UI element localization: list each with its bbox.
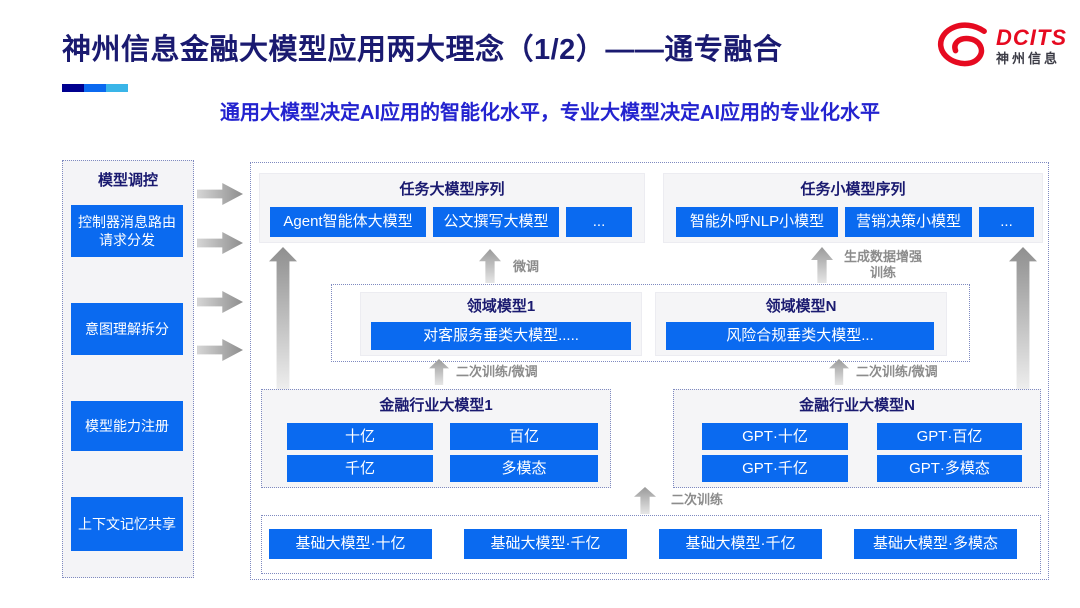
- domain-model-1-panel: 领域模型1 对客服务垂类大模型.....: [360, 292, 642, 356]
- arrow-label-retrain: 二次训练: [671, 492, 724, 507]
- sidebar-title: 模型调控: [97, 172, 158, 189]
- model-control-sidebar: 模型调控 控制器消息路由请求分发 意图理解拆分 模型能力注册 上下文记忆共享: [62, 160, 194, 578]
- arrow-label-gendata: 生成数据增强训练: [843, 249, 922, 281]
- title-accent-bar: [62, 84, 128, 92]
- logo-cn-name: 神州信息: [996, 50, 1061, 66]
- right-arrow-icon: [197, 182, 243, 206]
- task-large-model-panel: 任务大模型序列 Agent智能体大模型 公文撰写大模型 ...: [259, 173, 645, 243]
- scale-chip: 百亿: [450, 423, 598, 450]
- arrow-label-retrain-finetune: 二次训练/微调: [856, 364, 938, 379]
- panel-title: 任务小模型序列: [800, 181, 906, 198]
- logo-name: DCITS: [996, 24, 1067, 50]
- panel-title: 金融行业大模型1: [379, 397, 493, 414]
- up-arrow-icon: [479, 249, 501, 283]
- dcits-logo: DCITS 神州信息: [934, 22, 1067, 70]
- industry-model-n-panel: 金融行业大模型N GPT·十亿 GPT·百亿 GPT·千亿 GPT·多模态: [673, 389, 1041, 488]
- panel-title: 领域模型1: [466, 298, 536, 315]
- base-model-chip: 基础大模型·千亿: [464, 529, 627, 559]
- domain-model-n-panel: 领域模型N 风险合规垂类大模型...: [655, 292, 947, 356]
- arrow-label-retrain-finetune: 二次训练/微调: [456, 364, 538, 379]
- panel-title: 领域模型N: [765, 298, 837, 315]
- base-models-container: 基础大模型·十亿 基础大模型·千亿 基础大模型·千亿 基础大模型·多模态: [261, 515, 1041, 574]
- accent-segment: [62, 84, 84, 92]
- scale-chip: 十亿: [287, 423, 433, 450]
- scale-chip: GPT·十亿: [702, 423, 848, 450]
- task-small-model-panel: 任务小模型序列 智能外呼NLP小模型 营销决策小模型 ...: [663, 173, 1043, 243]
- model-chip-agent: Agent智能体大模型: [270, 207, 426, 237]
- model-chip-customer-service: 对客服务垂类大模型.....: [371, 322, 631, 350]
- accent-segment: [106, 84, 128, 92]
- up-arrow-icon: [811, 247, 833, 283]
- scale-chip: GPT·多模态: [877, 455, 1022, 482]
- panel-title: 金融行业大模型N: [799, 397, 915, 414]
- up-arrow-tall-icon: [269, 247, 297, 391]
- page-title: 神州信息金融大模型应用两大理念（1/2）——通专融合: [62, 34, 783, 66]
- arrow-label-finetune: 微调: [513, 259, 540, 274]
- sidebar-item-router: 控制器消息路由请求分发: [71, 205, 183, 257]
- sidebar-item-intent: 意图理解拆分: [71, 303, 183, 355]
- right-arrow-icon: [197, 338, 243, 362]
- model-chip-more: ...: [566, 207, 632, 237]
- scale-chip: 千亿: [287, 455, 433, 482]
- model-chip-risk-compliance: 风险合规垂类大模型...: [666, 322, 934, 350]
- model-chip-nlp-call: 智能外呼NLP小模型: [676, 207, 838, 237]
- up-arrow-tall-icon: [1009, 247, 1037, 391]
- scale-chip: GPT·千亿: [702, 455, 848, 482]
- base-model-chip: 基础大模型·十亿: [269, 529, 432, 559]
- model-chip-marketing: 营销决策小模型: [845, 207, 972, 237]
- right-arrow-icon: [197, 231, 243, 255]
- right-arrow-icon: [197, 290, 243, 314]
- scale-chip: GPT·百亿: [877, 423, 1022, 450]
- industry-model-1-panel: 金融行业大模型1 十亿 百亿 千亿 多模态: [261, 389, 611, 488]
- panel-title: 任务大模型序列: [399, 181, 505, 198]
- domain-models-container: 领域模型1 对客服务垂类大模型..... 领域模型N 风险合规垂类大模型...: [331, 284, 970, 362]
- model-chip-more: ...: [979, 207, 1034, 237]
- dcits-swirl-icon: [938, 22, 987, 67]
- accent-segment: [84, 84, 106, 92]
- base-model-chip: 基础大模型·多模态: [854, 529, 1017, 559]
- model-chip-doc: 公文撰写大模型: [433, 207, 559, 237]
- slide-subtitle: 通用大模型决定AI应用的智能化水平，专业大模型决定AI应用的专业化水平: [220, 102, 880, 124]
- up-arrow-icon: [429, 359, 449, 385]
- model-architecture-diagram: 任务大模型序列 Agent智能体大模型 公文撰写大模型 ... 任务小模型序列 …: [250, 162, 1049, 580]
- sidebar-item-context: 上下文记忆共享: [71, 497, 183, 551]
- up-arrow-icon: [829, 359, 849, 385]
- base-model-chip: 基础大模型·千亿: [659, 529, 822, 559]
- sidebar-item-register: 模型能力注册: [71, 401, 183, 451]
- up-arrow-icon: [634, 487, 656, 514]
- scale-chip: 多模态: [450, 455, 598, 482]
